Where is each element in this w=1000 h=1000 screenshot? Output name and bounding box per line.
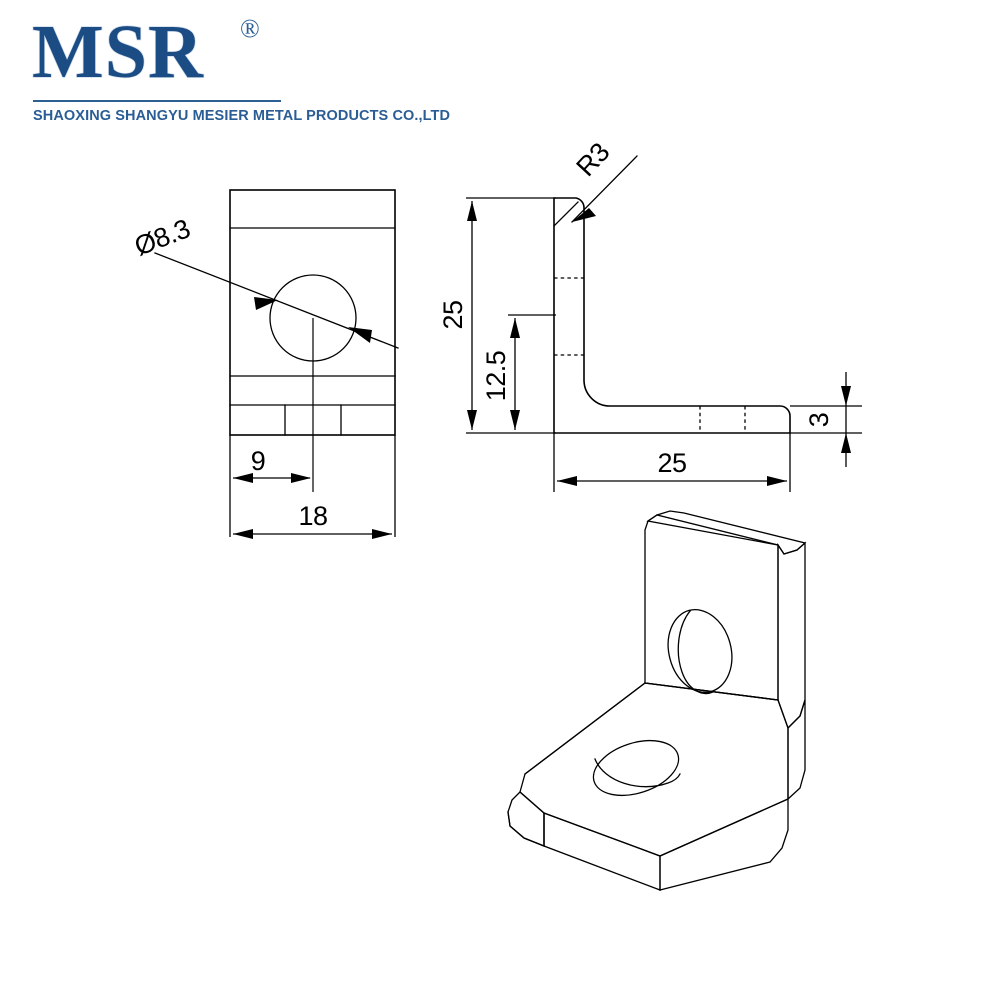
- dim-thickness: 3: [804, 413, 834, 428]
- company-logo-block: MSR ® SHAOXING SHANGYU MESIER METAL PROD…: [18, 8, 468, 130]
- registered-trademark-icon: ®: [240, 14, 260, 43]
- side-view: R3 25 12.5 25: [438, 137, 862, 492]
- dim-total-width: 18: [298, 501, 327, 531]
- msr-logo-text: MSR: [31, 10, 204, 94]
- logo-divider-rule: [33, 100, 281, 102]
- dim-total-height: 25: [438, 300, 468, 329]
- front-view: Ø8.3 9 18: [130, 189, 399, 539]
- company-name-text: SHAOXING SHANGYU MESIER METAL PRODUCTS C…: [33, 108, 451, 124]
- dim-hole-diameter: Ø8.3: [130, 213, 194, 261]
- dim-hole-offset: 9: [251, 446, 266, 476]
- isometric-view: [507, 510, 807, 891]
- dim-mid-height: 12.5: [481, 351, 511, 402]
- dim-corner-radius: R3: [570, 137, 615, 182]
- dim-total-length: 25: [657, 448, 686, 478]
